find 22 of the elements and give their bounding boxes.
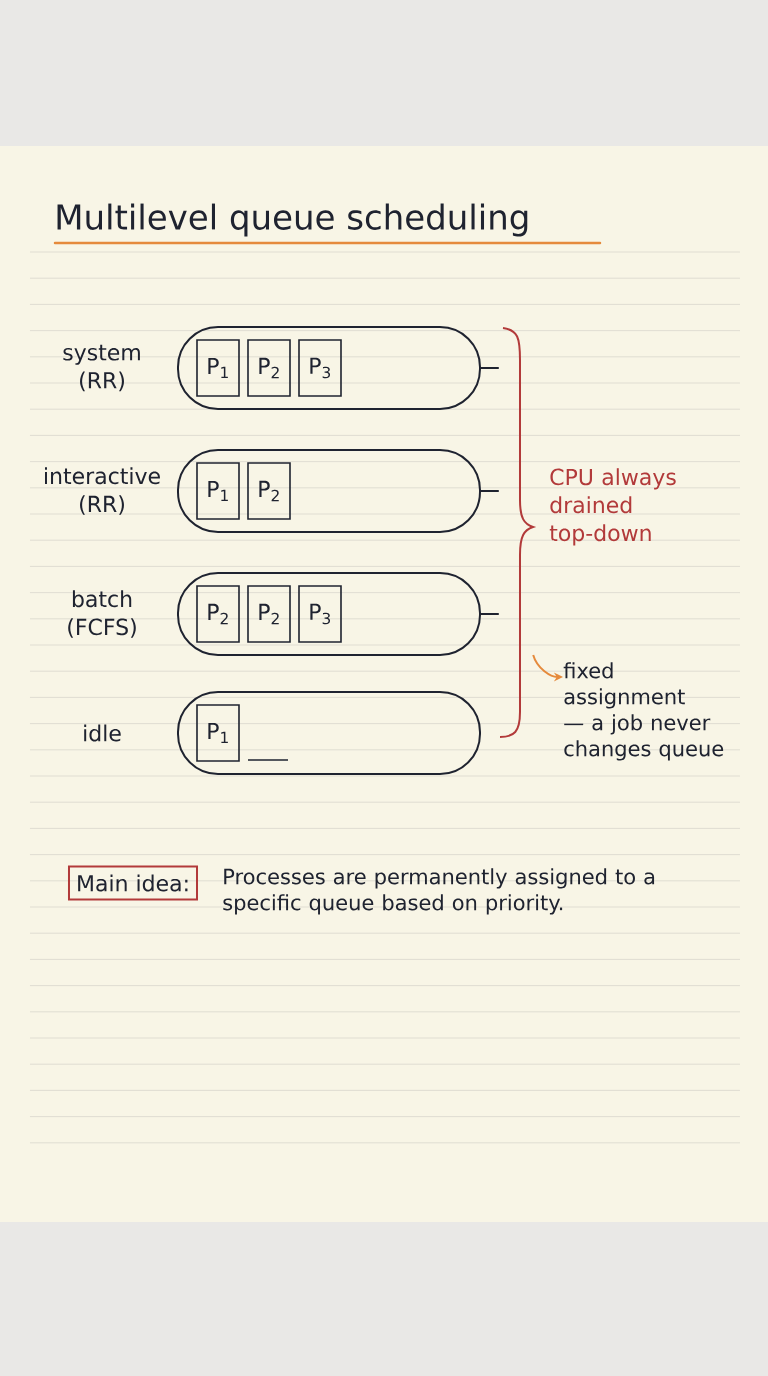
connector-line <box>480 613 500 615</box>
note-text: fixed assignment — a job never changes queue <box>563 662 724 761</box>
process-box: P$_{3}$ <box>298 339 342 397</box>
process-box: P$_{1}$ <box>196 704 240 762</box>
main-idea-box: Main idea: <box>68 865 198 901</box>
connector-line <box>480 367 500 369</box>
queue-label: system (RR) <box>63 344 140 392</box>
connector-line <box>480 490 500 492</box>
process-box: P$_{2}$ <box>247 339 291 397</box>
main-idea-text: Processes are permanently assigned to a specific queue based on priority. <box>223 868 655 915</box>
process-box: P$_{2}$ <box>247 462 291 520</box>
curly-brace <box>499 327 534 738</box>
process-box: P$_{3}$ <box>298 585 342 643</box>
queue-label: batch (FCFS) <box>68 590 136 638</box>
brace-note: CPU always drained top-down <box>549 468 676 546</box>
queue-label: idle <box>84 724 121 742</box>
process-box: P$_{1}$ <box>196 339 240 397</box>
process-box: P$_{1}$ <box>196 462 240 520</box>
title: Multilevel queue scheduling <box>57 203 528 237</box>
queue-label: interactive (RR) <box>45 467 160 515</box>
process-box: P$_{2}$ <box>196 585 240 643</box>
process-box: P$_{2}$ <box>247 585 291 643</box>
